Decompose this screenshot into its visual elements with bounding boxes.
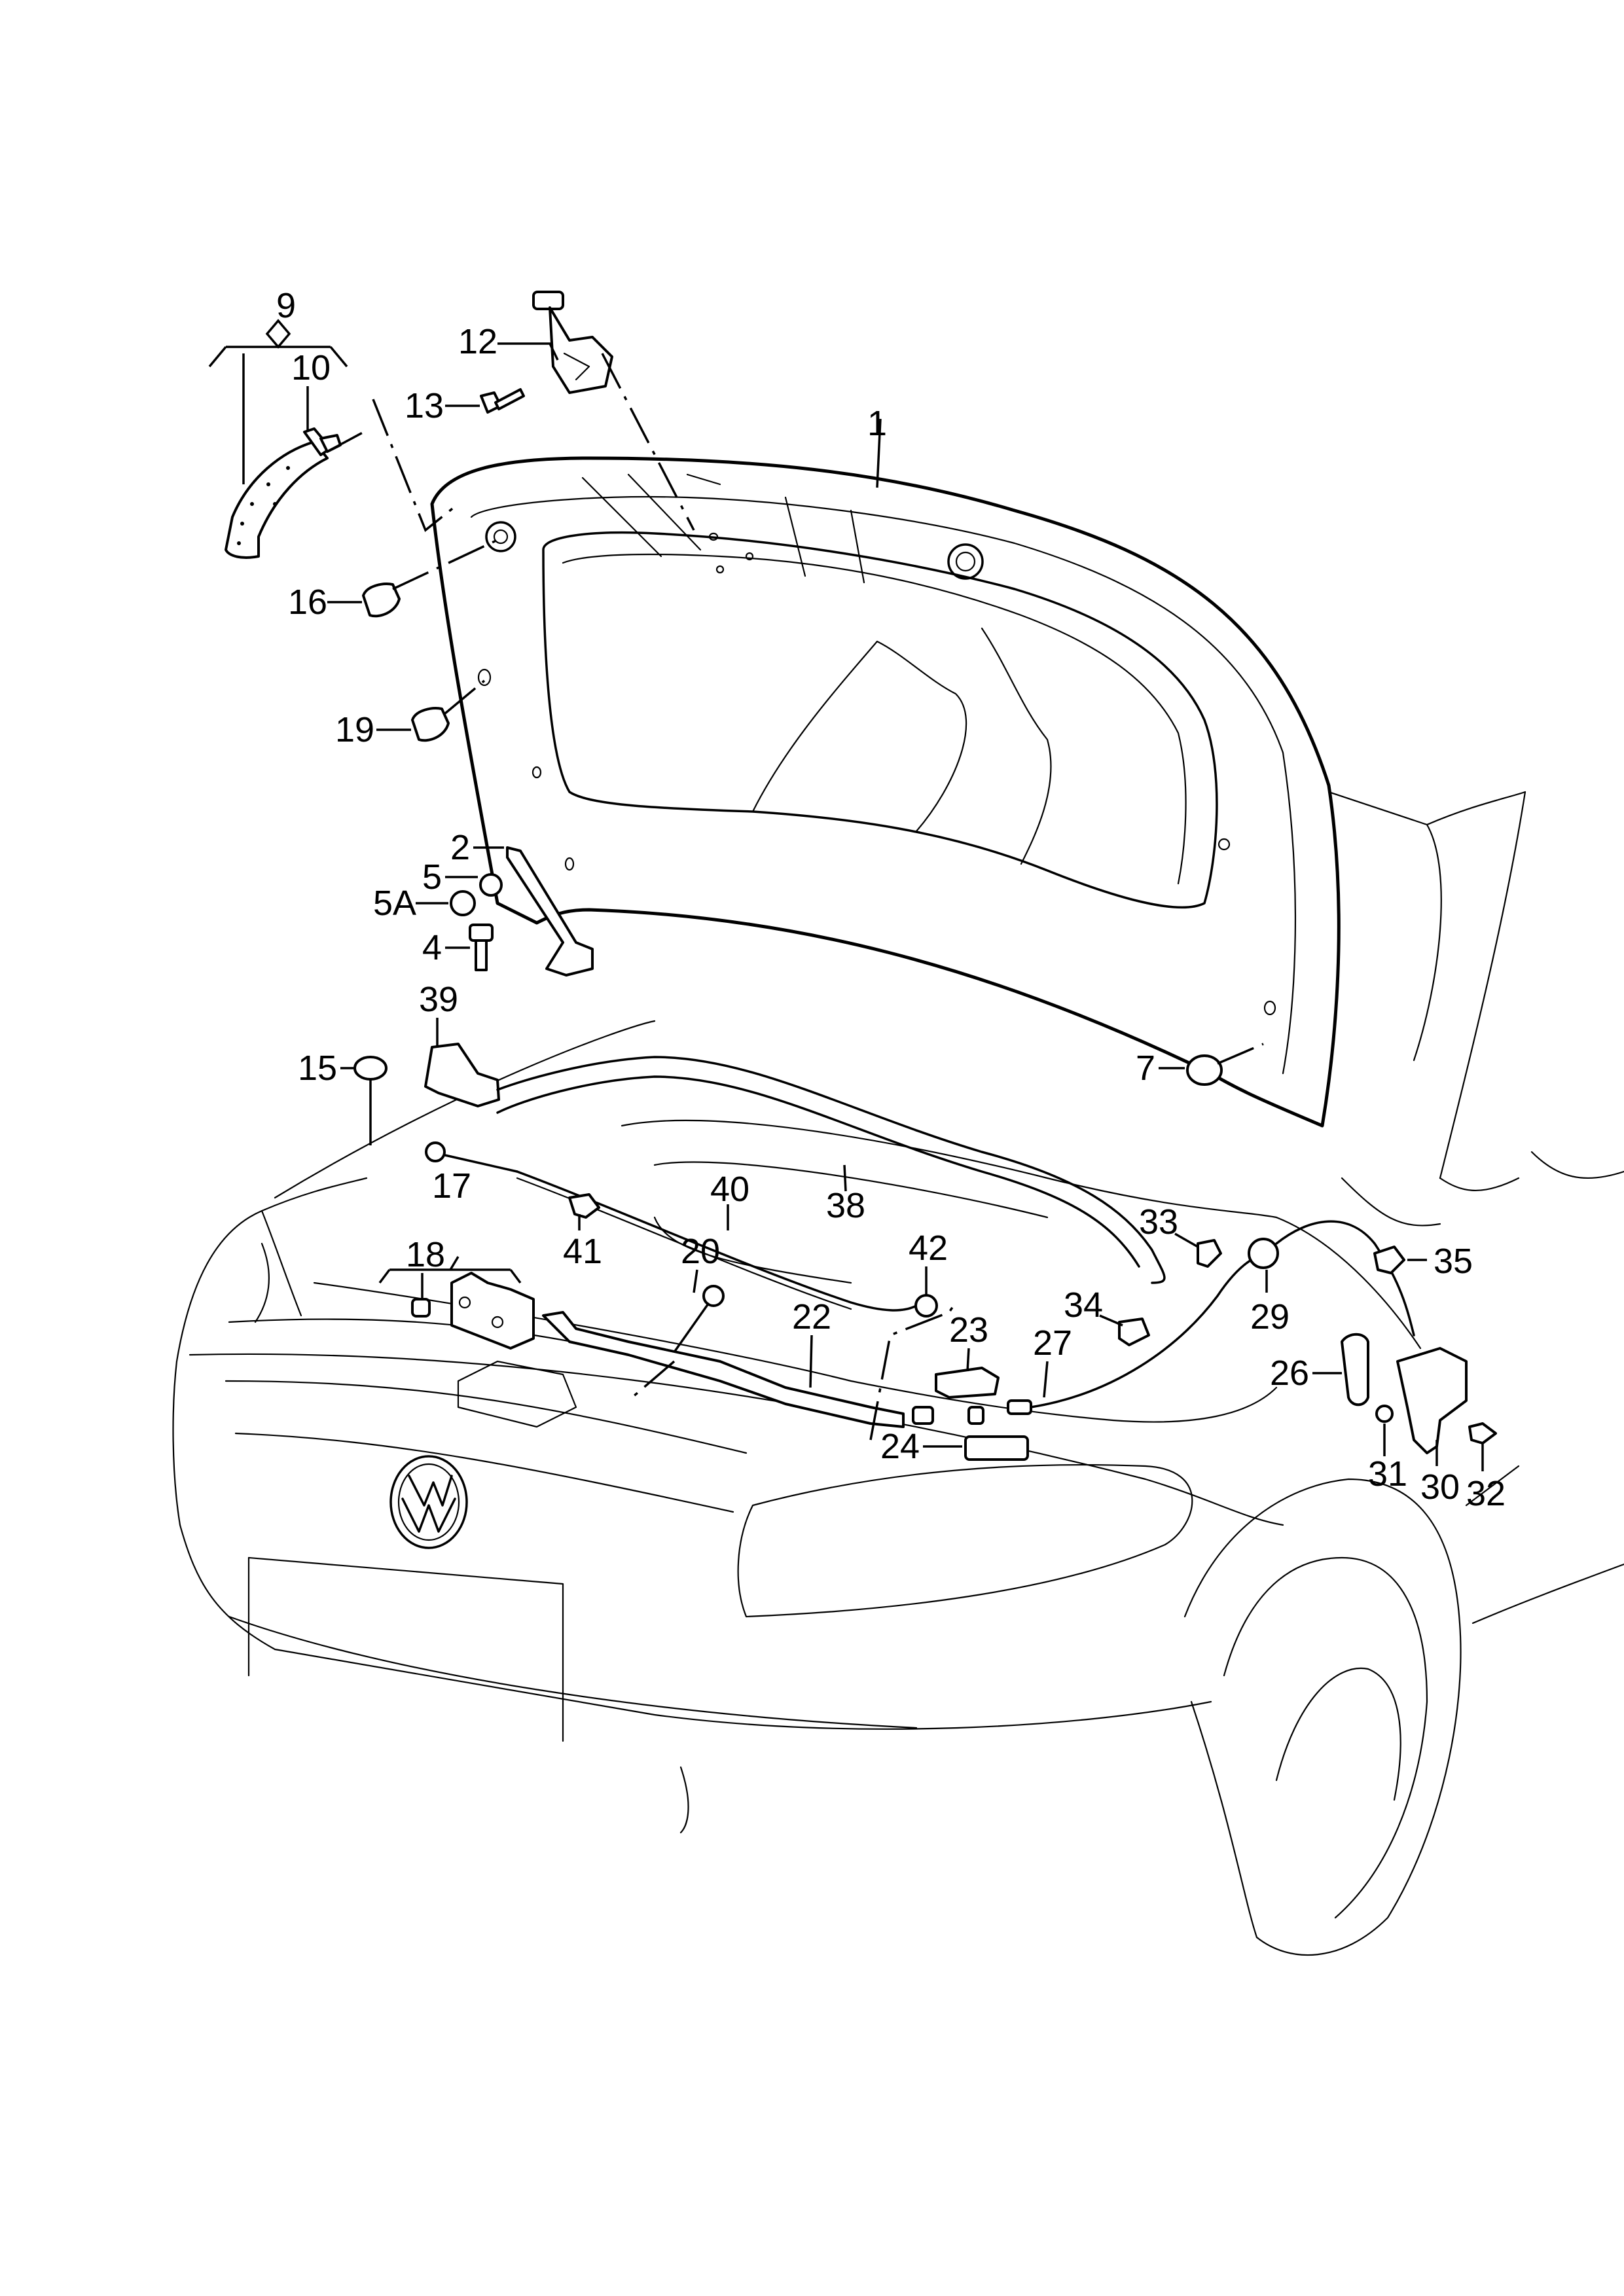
callout-26: 26 (1270, 1354, 1309, 1393)
cable-guide-part-22 (542, 1311, 905, 1428)
nut-part-5a (450, 890, 476, 916)
clip-part-41 (568, 1193, 600, 1219)
callout-13: 13 (405, 386, 444, 425)
callout-5: 5 (422, 857, 442, 897)
callout-labels: 1 2 4 5 5A 7 9 10 12 13 15 16 17 18 19 2… (276, 286, 1506, 1513)
hinge-part-2 (506, 846, 594, 977)
callout-41: 41 (563, 1232, 602, 1271)
release-lever-part-12 (532, 291, 613, 394)
assembly-line (372, 399, 460, 532)
assembly-line (601, 353, 695, 531)
nut-part-5 (479, 873, 503, 897)
callout-4: 4 (422, 928, 442, 967)
callout-7: 7 (1136, 1049, 1155, 1088)
grommet-part-42 (914, 1294, 938, 1318)
callout-30: 30 (1420, 1467, 1460, 1507)
seal-strip-part-9 (225, 440, 329, 559)
lock-recess (457, 1360, 577, 1428)
callout-20: 20 (681, 1232, 720, 1271)
grommet-part-7 (1186, 1054, 1223, 1086)
callout-27: 27 (1033, 1323, 1072, 1363)
callout-1: 1 (867, 404, 887, 443)
callout-39: 39 (419, 980, 458, 1019)
assembly-line (392, 539, 498, 590)
callout-18: 18 (406, 1235, 445, 1274)
seal-strip-part-38 (496, 1056, 1166, 1284)
clip-part-34 (1118, 1318, 1150, 1346)
clip-part-23 (935, 1367, 1000, 1399)
buffer-part-18 (411, 1298, 431, 1318)
callout-23: 23 (949, 1310, 988, 1350)
callout-17: 17 (432, 1166, 471, 1206)
bolt-part-13 (480, 388, 525, 414)
assembly-line (1217, 1043, 1264, 1065)
callout-24: 24 (880, 1427, 920, 1466)
callout-42: 42 (909, 1229, 948, 1268)
callout-9: 9 (276, 286, 296, 325)
callout-15: 15 (298, 1049, 337, 1088)
cover-part-24 (964, 1435, 1029, 1461)
callout-38: 38 (826, 1186, 865, 1225)
buffer-part-16 (362, 583, 401, 618)
callout-29: 29 (1250, 1297, 1290, 1336)
callout-32: 32 (1466, 1474, 1506, 1513)
screw-part-31 (1375, 1405, 1394, 1423)
grommet-part-29 (1248, 1220, 1415, 1336)
bolt-part-20 (666, 1285, 725, 1363)
assembly-line (444, 679, 486, 715)
hood-lock (450, 1272, 535, 1350)
callout-2: 2 (450, 828, 470, 867)
callout-19: 19 (335, 710, 374, 749)
bolt-part-4 (469, 924, 494, 971)
callout-35: 35 (1434, 1242, 1473, 1281)
cable-part-27 (1007, 1255, 1258, 1415)
bracket-part-39 (424, 1043, 500, 1107)
clip-part-33 (1197, 1239, 1222, 1268)
assembly-line (327, 427, 370, 453)
clip-part-32 (1468, 1422, 1497, 1444)
callout-22: 22 (792, 1297, 831, 1336)
assembly-line (869, 1302, 957, 1441)
callout-12: 12 (458, 322, 497, 361)
bonnet (430, 456, 1341, 1128)
callout-33: 33 (1139, 1202, 1178, 1242)
callout-5a: 5A (373, 884, 416, 923)
vw-emblem (389, 1455, 468, 1549)
callout-31: 31 (1368, 1454, 1407, 1494)
sleeve (967, 1406, 984, 1425)
striker-part-17 (425, 1141, 518, 1173)
callout-40: 40 (710, 1170, 749, 1209)
buffer-part-19 (411, 707, 450, 742)
assembly-line (627, 1360, 676, 1402)
connector (912, 1406, 934, 1425)
leader-lines (208, 319, 1484, 1471)
callout-16: 16 (288, 583, 327, 622)
pad-part-15 (353, 1056, 388, 1081)
callout-10: 10 (291, 348, 331, 387)
callout-34: 34 (1064, 1285, 1103, 1325)
release-handle-part-26 (1341, 1333, 1369, 1407)
clip-part-35 (1373, 1246, 1405, 1274)
release-bracket-part-30 (1396, 1347, 1468, 1454)
